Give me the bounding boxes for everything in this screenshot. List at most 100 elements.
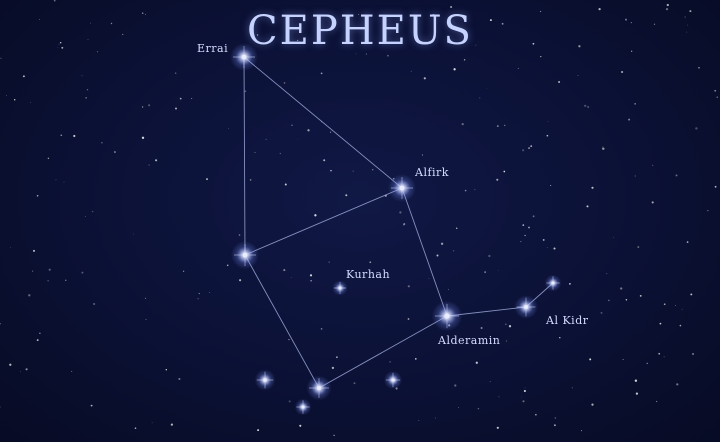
background-star	[101, 142, 103, 144]
background-star	[517, 67, 519, 69]
background-star	[71, 370, 73, 372]
background-star	[686, 241, 689, 243]
background-star	[690, 293, 693, 296]
background-star	[238, 234, 241, 236]
constellation-line-bottom-star-alderamin	[318, 315, 448, 389]
background-star	[90, 22, 91, 24]
background-star	[448, 289, 449, 291]
background-star	[602, 146, 604, 148]
background-star	[637, 246, 639, 248]
background-star	[540, 10, 542, 13]
background-star	[646, 362, 648, 364]
background-star	[310, 279, 312, 282]
background-star	[675, 174, 678, 177]
background-star	[547, 121, 549, 123]
background-star	[613, 237, 614, 238]
background-star	[714, 185, 717, 188]
star-al-kidr	[514, 295, 538, 319]
background-star	[658, 352, 661, 355]
background-star	[358, 14, 360, 15]
background-star	[464, 189, 467, 192]
star-errai	[230, 43, 258, 71]
background-star	[58, 43, 60, 45]
background-star	[197, 297, 199, 300]
background-star	[93, 302, 96, 306]
background-star	[407, 318, 410, 320]
background-star	[602, 147, 605, 150]
background-star	[182, 270, 185, 272]
background-star	[524, 387, 526, 389]
background-star	[369, 261, 372, 264]
background-star	[608, 299, 610, 302]
star-bottom-small	[294, 398, 312, 416]
background-star	[461, 122, 464, 126]
background-star	[528, 226, 530, 229]
background-star	[581, 430, 582, 432]
background-star	[320, 72, 323, 75]
star-lower-right	[383, 370, 403, 390]
background-star	[290, 277, 292, 279]
background-star	[418, 419, 420, 421]
background-star	[535, 413, 537, 416]
background-star	[323, 159, 326, 162]
background-star	[698, 67, 700, 69]
background-star	[47, 157, 50, 160]
background-star	[489, 380, 491, 382]
background-star	[651, 201, 654, 204]
background-star	[591, 403, 594, 406]
background-star	[371, 168, 374, 171]
background-star	[145, 318, 147, 321]
background-star	[428, 278, 430, 279]
background-star	[546, 247, 548, 249]
background-star	[403, 223, 406, 225]
background-star	[53, 0, 56, 2]
background-star	[436, 254, 439, 257]
background-star	[635, 392, 639, 395]
background-star	[60, 134, 63, 137]
background-star	[432, 14, 435, 17]
background-star	[505, 340, 507, 342]
background-star	[497, 270, 499, 271]
background-star	[86, 89, 89, 91]
background-star	[403, 224, 405, 226]
constellation-stars	[230, 43, 562, 416]
background-star	[550, 184, 552, 187]
background-star	[57, 47, 59, 49]
background-star	[175, 72, 177, 74]
background-star	[30, 102, 32, 103]
background-star	[450, 5, 453, 9]
background-star	[39, 332, 41, 334]
background-star	[631, 50, 633, 52]
background-star	[55, 179, 57, 181]
background-star	[435, 417, 437, 419]
background-star	[141, 136, 145, 139]
background-star	[206, 178, 208, 181]
star-left-star	[231, 241, 259, 269]
background-star	[568, 282, 571, 285]
constellation-line-left-star-bottom-star	[244, 254, 320, 389]
background-star	[148, 164, 150, 166]
background-star	[65, 279, 67, 281]
background-star	[498, 396, 500, 398]
background-star	[628, 118, 631, 121]
background-star	[399, 211, 402, 214]
background-star	[620, 287, 623, 290]
background-star	[440, 242, 444, 245]
background-star	[666, 3, 669, 7]
background-star	[279, 152, 281, 155]
background-star	[520, 241, 522, 243]
background-star	[496, 178, 499, 181]
background-star	[39, 19, 40, 20]
constellation-line-errai-alfirk	[243, 56, 403, 189]
background-star	[508, 325, 512, 328]
background-star	[676, 383, 679, 386]
background-star	[209, 292, 210, 293]
background-star	[714, 89, 717, 92]
background-star	[307, 129, 310, 132]
constellation-line-errai-left-star	[243, 56, 246, 256]
background-star	[47, 280, 49, 282]
background-star	[239, 279, 242, 282]
background-star	[681, 308, 683, 310]
background-star	[228, 127, 229, 129]
background-star	[48, 268, 51, 271]
